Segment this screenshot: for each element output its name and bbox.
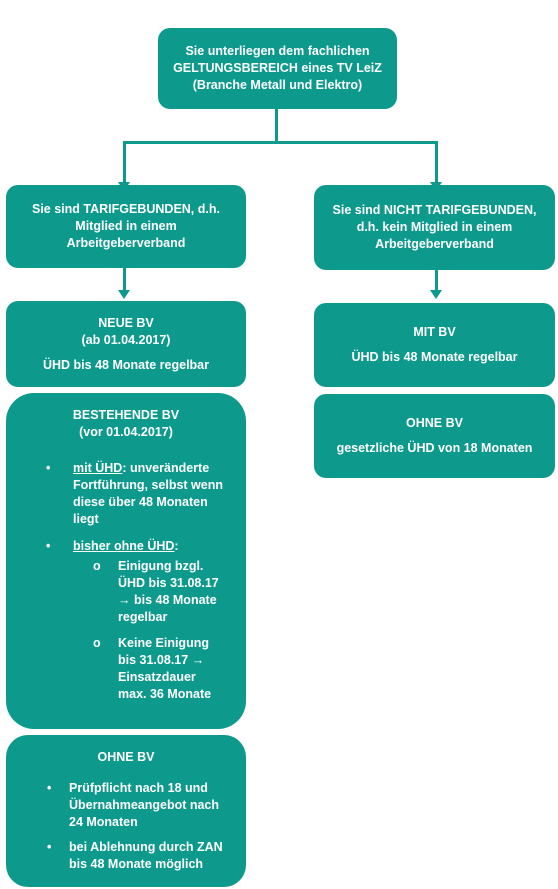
- bullet-icon: •: [47, 840, 52, 854]
- ohne-bv-left-box: OHNE BV • Prüfpflicht nach 18 und Überna…: [6, 735, 246, 887]
- ohne-bv-left-item-2: • bei Ablehnung durch ZAN bis 48 Monate …: [47, 839, 244, 873]
- scope-line-2: GELTUNGSBEREICH eines TV LeiZ: [173, 61, 382, 75]
- neue-bv-text: ÜHD bis 48 Monate regelbar: [42, 357, 209, 372]
- nicht-tarifgebunden-box: Sie sind NICHT TARIFGEBUNDEN, d.h. kein …: [314, 185, 555, 270]
- mit-uehd-text-3: diese über 48 Monaten: [73, 495, 208, 509]
- tarifgebunden-line-1: Sie sind TARIFGEBUNDEN, d.h.: [32, 202, 220, 216]
- bestehende-bv-item-2: • bisher ohne ÜHD:: [46, 538, 243, 555]
- connector-right-vertical: [435, 141, 438, 184]
- mit-uehd-text-2: Fortführung, selbst wenn: [73, 478, 223, 492]
- ohne-bv-right-text: gesetzliche ÜHD von 18 Monaten: [336, 441, 533, 455]
- circle-bullet-icon: o: [93, 559, 101, 573]
- ohne-bv-left-item-1: • Prüfpflicht nach 18 und Übernahmeangeb…: [47, 780, 244, 831]
- einigung-line-3: bis 48 Monate: [133, 593, 217, 607]
- connector-left-vertical: [123, 141, 126, 184]
- neue-bv-date: (ab 01.04.2017): [81, 332, 171, 347]
- bullet-icon: •: [46, 539, 51, 553]
- keine-einigung-line-2: bis 31.08.17: [118, 653, 189, 667]
- keine-einigung-line-3: Einsatzdauer: [118, 670, 196, 684]
- arrow-neue-bv: [118, 290, 130, 299]
- neue-bv-title: NEUE BV: [98, 315, 154, 330]
- connector-top-vertical: [275, 109, 278, 143]
- sub-item-keine-einigung: o Keine Einigung bis 31.08.17 → Einsatzd…: [93, 635, 243, 703]
- connector-right-down: [435, 270, 438, 292]
- nicht-tarifgebunden-line-3: Arbeitgeberverband: [375, 237, 494, 251]
- keine-einigung-line-4: max. 36 Monate: [118, 687, 212, 701]
- ohne-uehd-label: bisher ohne ÜHD: [73, 539, 175, 553]
- ohne-bv-right-box: OHNE BV gesetzliche ÜHD von 18 Monaten: [314, 394, 555, 478]
- arrow-right-icon: →: [118, 593, 131, 607]
- arrow-right-icon: →: [191, 653, 205, 667]
- bestehende-bv-title: BESTEHENDE BV: [72, 408, 180, 422]
- sub-item-einigung: o Einigung bzgl. ÜHD bis 31.08.17 → bis …: [93, 558, 243, 626]
- nicht-tarifgebunden-line-1: Sie sind NICHT TARIFGEBUNDEN,: [332, 203, 537, 217]
- circle-bullet-icon: o: [93, 636, 101, 650]
- keine-einigung-line-1: Keine Einigung: [118, 636, 209, 650]
- pruefpflicht-line-1: Prüfpflicht nach 18 und: [69, 781, 208, 795]
- pruefpflicht-line-2: Übernahmeangebot nach: [69, 798, 220, 812]
- scope-line-3: (Branche Metall und Elektro): [192, 78, 363, 92]
- ohne-uehd-colon: :: [174, 539, 179, 553]
- arrow-mit-bv: [430, 290, 442, 299]
- einigung-line-2: ÜHD bis 31.08.17: [118, 576, 219, 590]
- bullet-icon: •: [46, 461, 51, 475]
- mit-uehd-label: mit ÜHD: [73, 461, 123, 475]
- neue-bv-box: NEUE BV (ab 01.04.2017) ÜHD bis 48 Monat…: [6, 301, 246, 387]
- mit-uehd-text-1: : unveränderte: [122, 461, 210, 475]
- einigung-line-1: Einigung bzgl.: [118, 559, 204, 573]
- ohne-bv-left-title: OHNE BV: [97, 750, 155, 764]
- mit-bv-text: ÜHD bis 48 Monate regelbar: [351, 350, 518, 364]
- mit-uehd-text-4: liegt: [73, 512, 99, 526]
- nicht-tarifgebunden-line-2: d.h. kein Mitglied in einem: [356, 220, 513, 234]
- bullet-icon: •: [47, 781, 52, 795]
- scope-line-1: Sie unterliegen dem fachlichen: [185, 44, 370, 58]
- ohne-bv-right-title: OHNE BV: [406, 416, 463, 430]
- scope-box: Sie unterliegen dem fachlichen GELTUNGSB…: [158, 28, 397, 109]
- mit-bv-title: MIT BV: [413, 325, 456, 339]
- tarifgebunden-line-3: Arbeitgeberverband: [66, 236, 186, 250]
- einigung-line-4: regelbar: [118, 610, 168, 624]
- bestehende-bv-date: (vor 01.04.2017): [79, 425, 173, 439]
- ablehnung-line-2: bis 48 Monate möglich: [69, 857, 204, 871]
- tarifgebunden-line-2: Mitglied in einem: [75, 219, 177, 233]
- ablehnung-line-1: bei Ablehnung durch ZAN: [69, 840, 223, 854]
- bestehende-bv-item-1: • mit ÜHD: unveränderte Fortführung, sel…: [46, 460, 243, 528]
- connector-horizontal: [123, 141, 438, 144]
- connector-left-down: [123, 268, 126, 292]
- mit-bv-box: MIT BV ÜHD bis 48 Monate regelbar: [314, 303, 555, 387]
- bestehende-bv-box: BESTEHENDE BV (vor 01.04.2017) • mit ÜHD…: [6, 393, 246, 729]
- tarifgebunden-box: Sie sind TARIFGEBUNDEN, d.h. Mitglied in…: [6, 185, 246, 268]
- pruefpflicht-line-3: 24 Monaten: [69, 815, 138, 829]
